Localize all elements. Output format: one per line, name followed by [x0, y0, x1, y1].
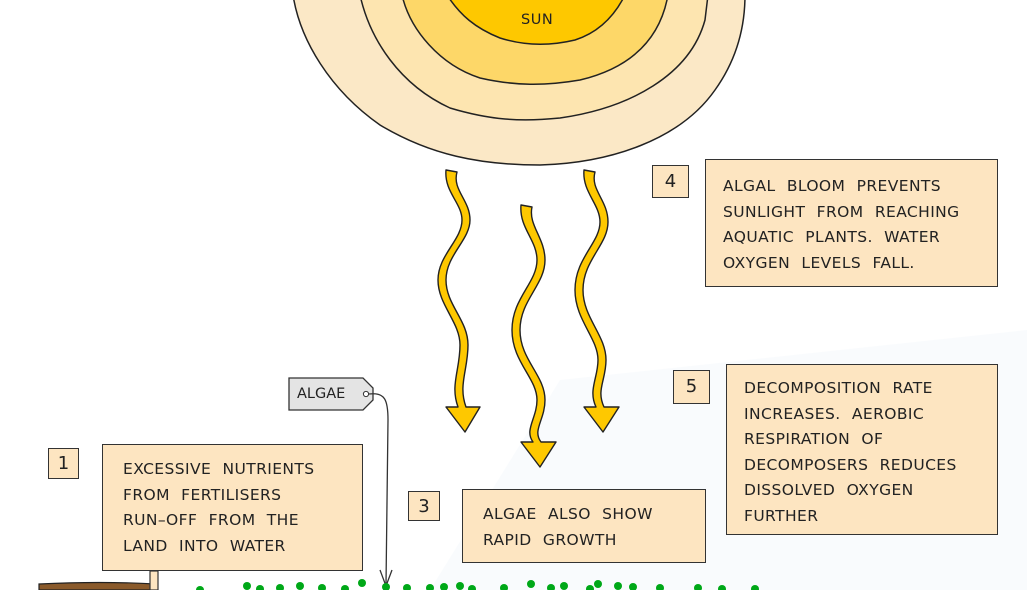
sunlight-arrows [437, 169, 620, 468]
algae-dot [276, 584, 284, 590]
algae-dot [296, 582, 304, 590]
step-4-line: AQUATIC PLANTS. WATER [723, 228, 941, 246]
algae-dot [243, 582, 251, 590]
algae-pointer-line [368, 393, 389, 586]
algae-dot [694, 584, 702, 590]
step-5-box: DECOMPOSITION RATE INCREASES. AEROBIC RE… [726, 364, 998, 535]
step-5-number: 5 [673, 370, 710, 404]
sun-core [449, 0, 624, 46]
algae-dot [547, 584, 555, 590]
algae-dot [196, 586, 204, 590]
step-5-line: DISSOLVED OXYGEN [744, 481, 914, 499]
algae-dot [440, 583, 448, 590]
step-3-number: 3 [408, 491, 440, 521]
step-4-box: ALGAL BLOOM PREVENTS SUNLIGHT FROM REACH… [705, 159, 998, 287]
algae-tag-label: ALGAE [297, 386, 346, 402]
sun-label: SUN [521, 12, 554, 28]
algae-dot [341, 585, 349, 590]
step-1-number: 1 [48, 448, 79, 479]
algae-dot [403, 584, 411, 590]
step-4-number: 4 [652, 165, 689, 198]
algae-dot [751, 585, 759, 590]
algae-dot [656, 584, 664, 590]
step-5-line: FURTHER [744, 506, 819, 525]
step-3-line: ALGAE ALSO SHOW [483, 505, 653, 523]
algae-dot [527, 580, 535, 588]
algae-dot [358, 579, 366, 587]
algae-dot [594, 580, 602, 588]
step-1-line: RUN–OFF FROM THE [123, 511, 299, 529]
algae-tag [288, 377, 393, 588]
step-4-line: OXYGEN LEVELS FALL. [723, 253, 915, 272]
step-5-line: DECOMPOSITION RATE [744, 379, 933, 397]
step-4-line: ALGAL BLOOM PREVENTS [723, 177, 942, 195]
algae-dot [629, 583, 637, 590]
algae-dot [426, 584, 434, 590]
algae-dot [382, 583, 390, 590]
step-1-box: EXCESSIVE NUTRIENTS FROM FERTILISERS RUN… [102, 444, 363, 571]
sun-icon [293, 0, 746, 166]
sunlight-arrow-middle [511, 204, 557, 468]
soil-bank [38, 581, 156, 590]
sign-post [149, 570, 159, 590]
algae-dot [468, 585, 476, 590]
step-4-line: SUNLIGHT FROM REACHING [723, 202, 960, 221]
step-5-line: DECOMPOSERS REDUCES [744, 455, 957, 474]
step-1-line: LAND INTO WATER [123, 536, 286, 555]
algae-dot [500, 584, 508, 590]
step-1-line: FROM FERTILISERS [123, 485, 282, 504]
algae-dot [318, 584, 326, 590]
step-5-line: RESPIRATION OF [744, 430, 884, 448]
step-1-line: EXCESSIVE NUTRIENTS [123, 460, 315, 478]
algae-dot [456, 582, 464, 590]
algae-dot [718, 585, 726, 590]
sunlight-arrow-left [437, 169, 481, 433]
algae-dot [256, 585, 264, 590]
step-3-box: ALGAE ALSO SHOW RAPID GROWTH [462, 489, 706, 563]
algae-dot [560, 582, 568, 590]
sunlight-arrow-right [574, 169, 620, 433]
algae-dot [614, 582, 622, 590]
step-3-line: RAPID GROWTH [483, 530, 617, 549]
algae-dots [196, 579, 759, 590]
step-5-line: INCREASES. AEROBIC [744, 404, 925, 423]
algae-dot [586, 585, 594, 590]
